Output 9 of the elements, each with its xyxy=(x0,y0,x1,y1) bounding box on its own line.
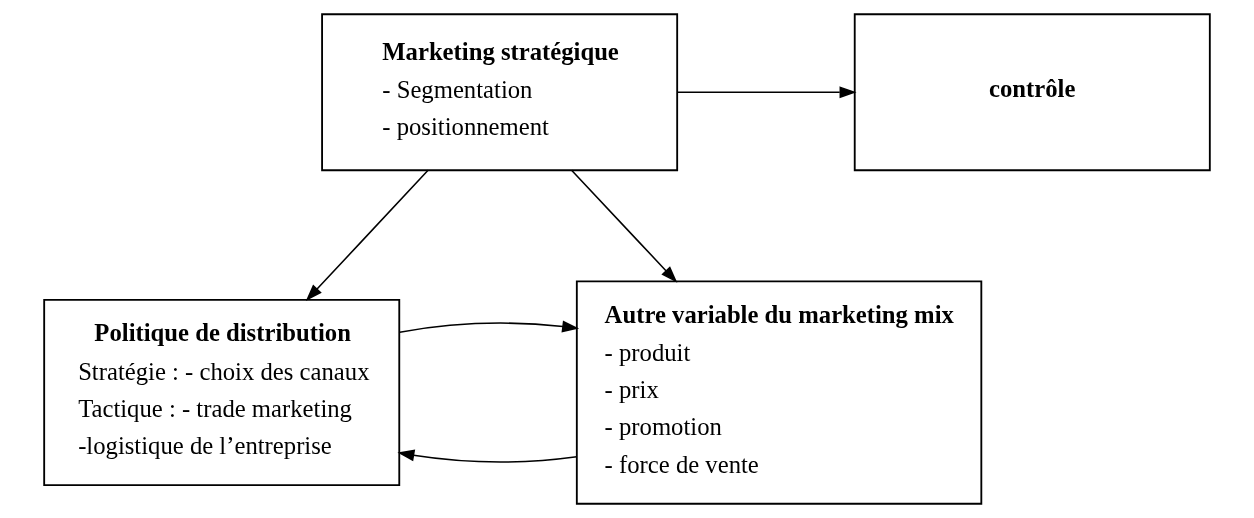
node-box: contrôle xyxy=(853,13,1211,172)
node-box: Politique de distribution Stratégie : - choix des canaux Tactique : - trade marketing -logistique de l’entreprise xyxy=(43,299,401,487)
arrow xyxy=(676,86,857,99)
node-box: Marketing stratégique - Segmentation - positionnement xyxy=(321,13,679,172)
arrow xyxy=(398,320,580,333)
arrow xyxy=(305,169,429,302)
arrow xyxy=(397,449,578,463)
node-box: Autre variable du marketing mix - produit - prix - promotion - force de vente xyxy=(575,280,983,505)
arrow xyxy=(570,169,678,283)
